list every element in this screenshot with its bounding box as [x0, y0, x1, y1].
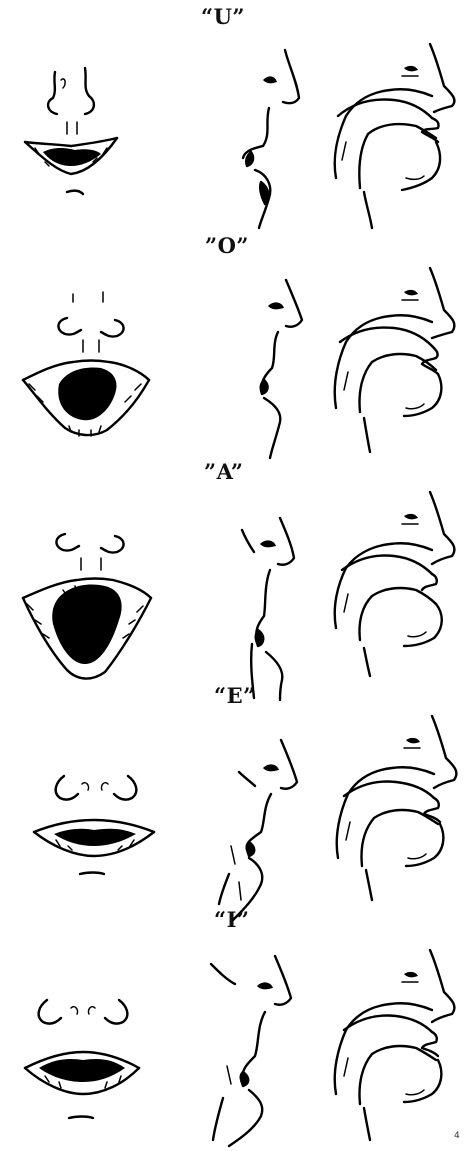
- cross-section-a: [320, 486, 462, 678]
- side-view-lips-u: [225, 42, 315, 232]
- cross-section-o: [320, 262, 462, 454]
- side-view-lips-i: [205, 950, 300, 1150]
- front-view-mouth-e: [30, 770, 160, 890]
- cross-section-u: [320, 38, 462, 230]
- front-view-mouth-i: [15, 990, 150, 1125]
- side-view-lips-a: [228, 512, 310, 702]
- vowel-label-o: ”O”: [205, 233, 249, 258]
- cross-section-i: [320, 944, 462, 1144]
- side-view-lips-e: [215, 734, 305, 924]
- front-view-mouth-u: [15, 62, 130, 202]
- side-view-lips-o: [240, 272, 322, 462]
- front-view-mouth-a: [15, 524, 155, 689]
- front-view-mouth-o: [15, 290, 155, 445]
- cross-section-e: [322, 710, 464, 902]
- vowel-label-u: “U”: [201, 4, 245, 29]
- page-number: 4: [454, 1131, 460, 1141]
- vowel-label-a: ”A”: [204, 459, 243, 484]
